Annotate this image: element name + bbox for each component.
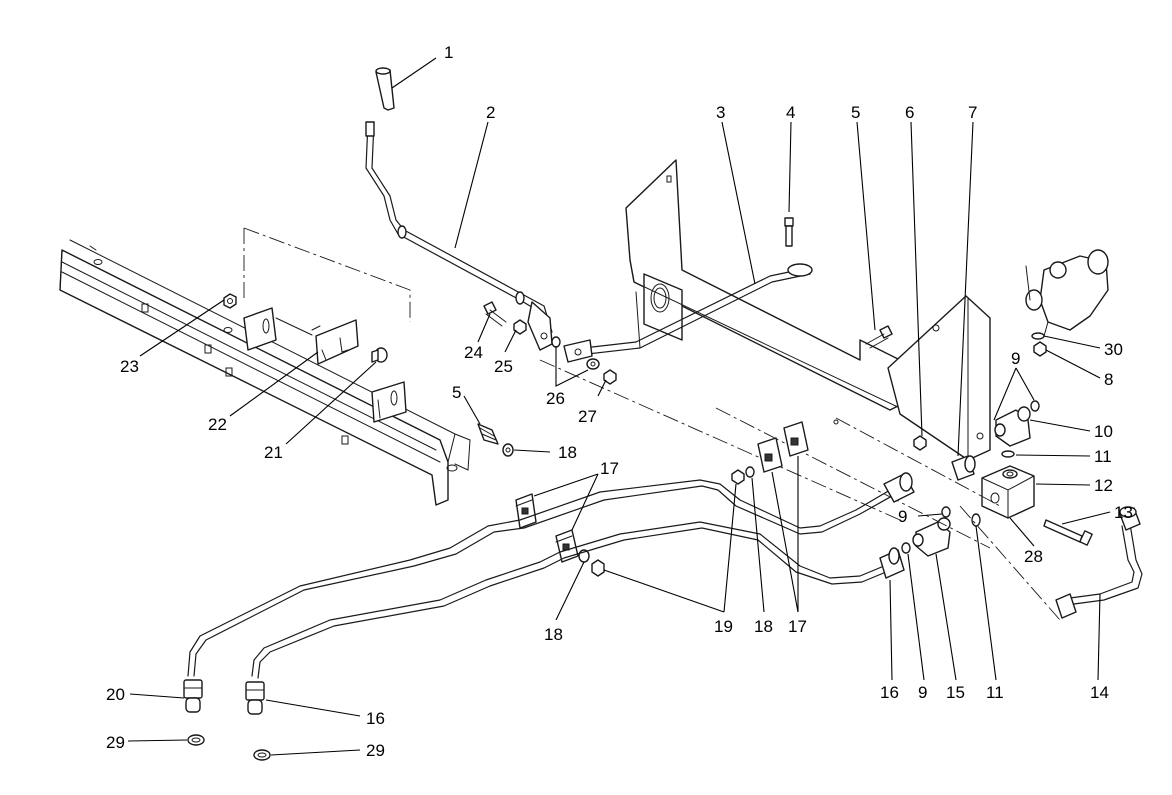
callout-10: 10 xyxy=(1094,422,1113,441)
callout-9c: 9 xyxy=(918,683,927,702)
upper-rail-bracket xyxy=(243,307,313,351)
washer-18-upper xyxy=(502,443,514,457)
callout-21: 21 xyxy=(264,443,283,462)
elbow-fitting-15 xyxy=(912,517,951,557)
callout-18b: 18 xyxy=(754,617,773,636)
clip-17-left xyxy=(515,493,537,529)
callout-4: 4 xyxy=(786,103,795,122)
clip-17-right-b xyxy=(783,421,809,457)
phantom-outline-left xyxy=(243,227,411,322)
o-ring-29-right xyxy=(253,749,271,761)
callout-8: 8 xyxy=(1104,370,1113,389)
callout-11b: 11 xyxy=(986,683,1004,702)
callout-27: 27 xyxy=(578,407,597,426)
callout-13: 13 xyxy=(1114,503,1133,522)
callout-25: 25 xyxy=(494,357,513,376)
valve-block-12 xyxy=(981,465,1035,519)
bolt-4 xyxy=(784,217,794,247)
callout-16b: 16 xyxy=(366,709,385,728)
washer-26a xyxy=(551,336,561,348)
support-panel xyxy=(625,159,911,411)
leader-lines xyxy=(127,57,1111,756)
washer-30 xyxy=(1031,332,1045,340)
bolt-24 xyxy=(483,301,507,327)
washer-18-right xyxy=(745,466,755,478)
callout-1: 1 xyxy=(444,43,453,62)
o-ring-9-upper xyxy=(1030,400,1040,412)
callout-14: 14 xyxy=(1090,683,1109,702)
o-ring-11-upper xyxy=(1001,450,1015,458)
pin-knob xyxy=(371,347,388,363)
bolt-5-upper xyxy=(865,325,893,349)
nut-23 xyxy=(223,293,237,309)
callout-17a: 17 xyxy=(600,459,619,478)
elbow-fitting-10 xyxy=(994,406,1031,447)
callout-5a: 5 xyxy=(851,103,860,122)
callout-11a: 11 xyxy=(1094,447,1112,466)
phantom-axis-block xyxy=(959,505,1061,621)
callout-26: 26 xyxy=(546,389,565,408)
control-lever-knob xyxy=(375,67,395,111)
callout-18a: 18 xyxy=(558,443,577,462)
callout-6: 6 xyxy=(905,103,914,122)
valve-assembly xyxy=(1025,249,1109,337)
callout-29b: 29 xyxy=(366,741,385,760)
nut-lower xyxy=(591,559,605,577)
callout-17b: 17 xyxy=(788,617,807,636)
nut-25 xyxy=(513,319,527,335)
link-rod xyxy=(563,263,813,363)
phantom-axis-lever xyxy=(539,359,901,521)
nut-8 xyxy=(1033,341,1047,357)
callout-22: 22 xyxy=(208,415,227,434)
callout-28: 28 xyxy=(1024,547,1043,566)
callout-23: 23 xyxy=(120,357,139,376)
callout-3: 3 xyxy=(716,103,725,122)
fitting-20 xyxy=(183,679,203,713)
rail-bracket xyxy=(371,381,407,423)
fitting-16 xyxy=(245,681,265,715)
o-ring-11-lower xyxy=(971,513,981,527)
bolt-13 xyxy=(1043,519,1093,546)
callout-9a: 9 xyxy=(1011,349,1020,368)
callout-5b: 5 xyxy=(452,383,461,402)
adjuster-plate xyxy=(311,319,359,365)
callout-24: 24 xyxy=(464,343,483,362)
hydraulic-tube-14 xyxy=(1055,506,1143,619)
phantom-axis-panel xyxy=(835,417,1001,507)
callout-20: 20 xyxy=(106,685,125,704)
callout-16a: 16 xyxy=(880,683,899,702)
callout-12: 12 xyxy=(1094,476,1113,495)
spacer-7 xyxy=(951,455,976,481)
o-ring-29-left xyxy=(187,734,205,746)
clip-17-right-a xyxy=(757,437,783,473)
o-ring-9-lower xyxy=(901,542,911,554)
frame-rail-assembly xyxy=(59,239,471,506)
bolt-5-lower xyxy=(477,423,499,445)
callout-15: 15 xyxy=(946,683,965,702)
callout-19: 19 xyxy=(714,617,733,636)
callout-9b: 9 xyxy=(898,507,907,526)
nut-19 xyxy=(731,469,745,485)
phantom-axis-right xyxy=(715,407,991,549)
right-mount-panel xyxy=(887,295,991,461)
nut-27 xyxy=(603,369,617,385)
callout-labels: 1 2 3 4 5 6 7 9 30 8 10 11 12 13 28 14 2… xyxy=(106,43,1133,760)
callout-7: 7 xyxy=(968,103,977,122)
washer-26 xyxy=(586,358,600,370)
hydraulic-line-20 xyxy=(187,472,915,677)
callout-2: 2 xyxy=(486,103,495,122)
callout-30: 30 xyxy=(1104,340,1123,359)
hydraulic-line-16 xyxy=(251,521,905,679)
callout-29a: 29 xyxy=(106,733,125,752)
control-lever-rod xyxy=(365,121,553,351)
callout-18c: 18 xyxy=(544,625,563,644)
small-pin xyxy=(833,419,839,425)
o-ring-9-mid xyxy=(941,506,951,518)
clip-17-mid xyxy=(555,529,579,563)
nut-6 xyxy=(913,435,927,451)
